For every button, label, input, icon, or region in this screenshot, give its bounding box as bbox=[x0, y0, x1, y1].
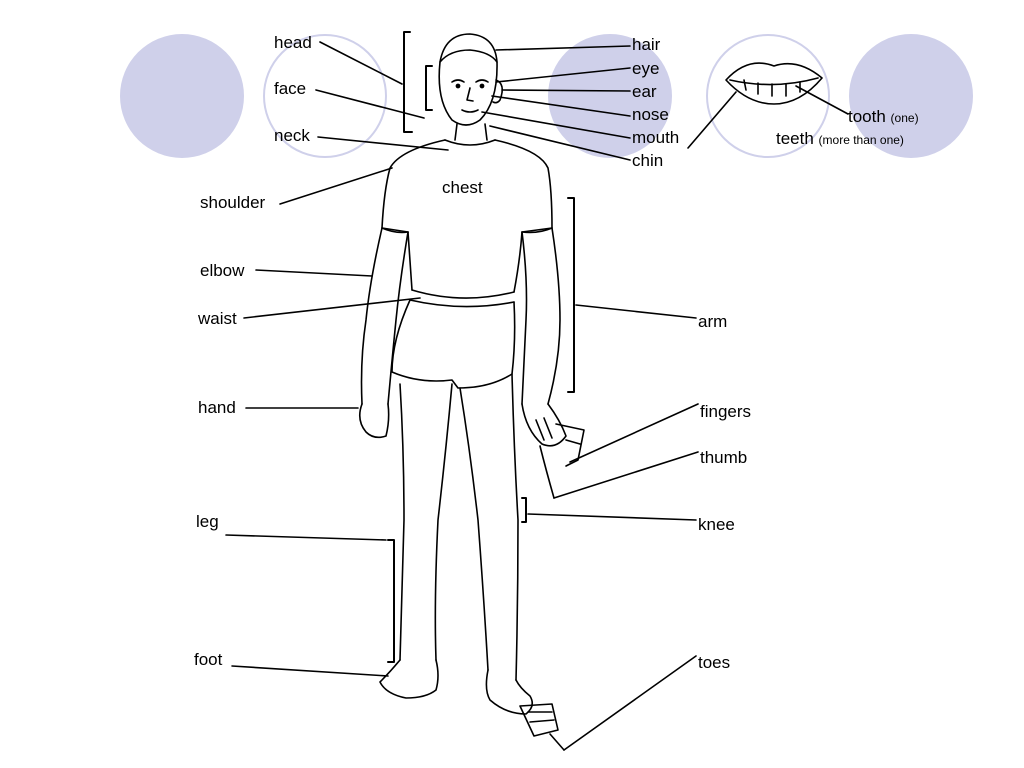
label-nose: nose bbox=[632, 105, 669, 124]
label-fingers: fingers bbox=[700, 402, 752, 421]
label-neck: neck bbox=[274, 126, 310, 145]
leader-lines-left bbox=[225, 41, 449, 677]
label-face: face bbox=[274, 79, 307, 98]
decor-circle-4 bbox=[706, 34, 830, 158]
decor-circle-2 bbox=[263, 34, 387, 158]
label-shoulder: shoulder bbox=[200, 193, 266, 212]
label-hair: hair bbox=[632, 35, 661, 54]
label-thumb: thumb bbox=[700, 448, 748, 467]
decor-circle-1 bbox=[120, 34, 244, 158]
label-tooth: tooth (one) bbox=[848, 108, 919, 125]
label-head: head bbox=[274, 33, 312, 52]
leader-lines-right bbox=[481, 45, 699, 751]
label-eye: eye bbox=[632, 59, 660, 78]
label-leg: leg bbox=[196, 512, 219, 531]
label-teeth-note: (more than one) bbox=[818, 133, 904, 147]
mouth-inset bbox=[687, 62, 849, 149]
label-chin: chin bbox=[632, 151, 664, 170]
label-hand: hand bbox=[198, 398, 236, 417]
label-toes: toes bbox=[698, 653, 731, 672]
label-knee: knee bbox=[698, 515, 735, 534]
label-waist: waist bbox=[198, 309, 237, 328]
label-ear: ear bbox=[632, 82, 657, 101]
label-arm: arm bbox=[698, 312, 728, 331]
label-mouth: mouth bbox=[632, 128, 680, 147]
label-tooth-word: tooth bbox=[848, 107, 886, 126]
label-chest: chest bbox=[442, 178, 483, 197]
human-figure bbox=[358, 33, 585, 737]
decor-circle-3 bbox=[548, 34, 672, 158]
decor-circle-5 bbox=[849, 34, 973, 158]
label-elbow: elbow bbox=[200, 261, 245, 280]
brackets bbox=[387, 31, 575, 663]
label-tooth-note: (one) bbox=[890, 111, 919, 125]
label-foot: foot bbox=[194, 650, 223, 669]
label-teeth-word: teeth bbox=[776, 129, 814, 148]
label-teeth: teeth (more than one) bbox=[776, 130, 904, 147]
